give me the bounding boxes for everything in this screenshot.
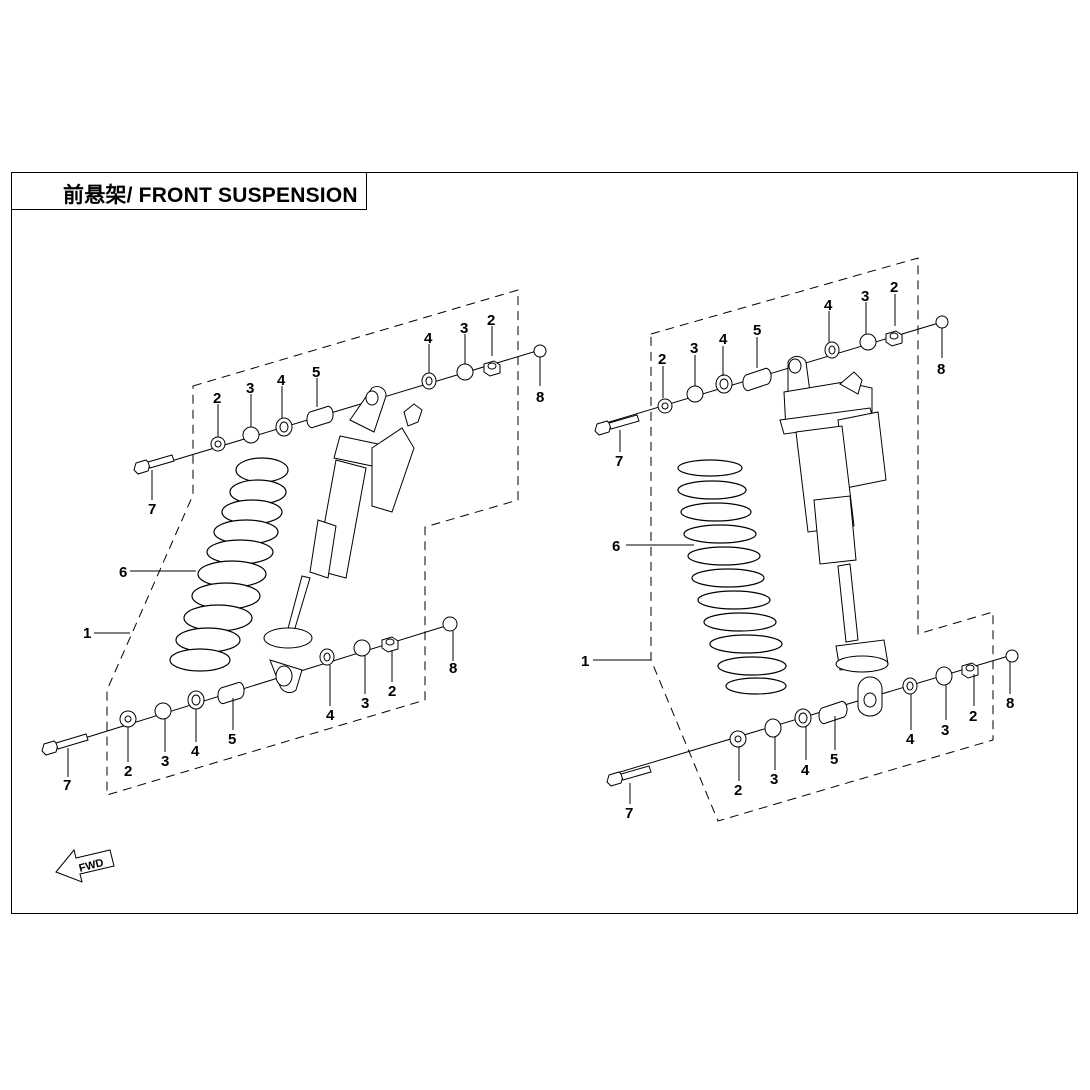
right-bolt-bottom <box>606 765 652 787</box>
left-cap-8-bottom <box>442 616 458 632</box>
right-washer-3-bottom <box>764 718 782 738</box>
left-assembly-boundary <box>106 289 519 796</box>
part-label: 8 <box>449 660 457 677</box>
left-shock-absorber <box>263 385 423 694</box>
right-bushing-5-bottom <box>818 700 848 725</box>
right-washer-3-top <box>686 385 704 403</box>
part-label: 3 <box>361 695 369 712</box>
left-bushing-5-bottom <box>217 681 245 705</box>
left-bolt-top <box>133 454 175 475</box>
right-washer-3-top2 <box>859 333 877 351</box>
part-label: 4 <box>824 297 833 314</box>
part-label: 3 <box>941 722 949 739</box>
part-label: 7 <box>148 501 156 518</box>
right-cap-8-top <box>935 315 949 329</box>
part-label: 5 <box>228 731 236 748</box>
left-leader-lines <box>67 326 541 777</box>
part-label: 6 <box>612 538 620 555</box>
part-label: 7 <box>63 777 71 794</box>
part-label: 4 <box>191 743 200 760</box>
title-box <box>11 172 367 210</box>
right-coil-spring <box>677 459 787 695</box>
right-leader-lines <box>593 294 1011 804</box>
part-label: 8 <box>937 361 945 378</box>
part-label: 3 <box>770 771 778 788</box>
part-label: 4 <box>424 330 433 347</box>
part-label: 2 <box>124 763 132 780</box>
part-label: 2 <box>890 279 898 296</box>
left-washer-3-bottom2 <box>353 639 371 657</box>
left-bushing-5-top <box>306 405 334 429</box>
left-bolt-bottom <box>41 733 89 756</box>
page-title: 前悬架/ FRONT SUSPENSION <box>63 184 358 207</box>
left-washer-3-bottom <box>154 702 172 720</box>
fwd-arrow-icon <box>55 848 115 883</box>
right-shock-absorber <box>779 355 889 717</box>
part-label: 7 <box>615 453 623 470</box>
part-label: 6 <box>119 564 127 581</box>
part-label: 2 <box>658 351 666 368</box>
part-label: 8 <box>536 389 544 406</box>
part-label: 3 <box>861 288 869 305</box>
left-coil-spring <box>169 457 289 672</box>
part-label: 5 <box>830 751 838 768</box>
part-label: 2 <box>734 782 742 799</box>
part-label: 4 <box>801 762 810 779</box>
right-bolt-top <box>594 414 640 436</box>
right-bushing-5-top <box>742 367 772 392</box>
left-cap-8-top <box>533 344 547 358</box>
part-label: 2 <box>487 312 495 329</box>
part-label: 7 <box>625 805 633 822</box>
part-label: 3 <box>460 320 468 337</box>
right-cap-8-bottom <box>1005 649 1019 663</box>
part-label: 8 <box>1006 695 1014 712</box>
part-label: 3 <box>246 380 254 397</box>
part-label: 4 <box>326 707 335 724</box>
right-assembly-boundary <box>650 257 994 822</box>
part-label: 5 <box>312 364 320 381</box>
part-label: 3 <box>161 753 169 770</box>
left-top-axis-line <box>167 349 541 463</box>
part-label: 1 <box>581 653 589 670</box>
right-washer-3-bottom2 <box>935 666 953 686</box>
part-label: 2 <box>969 708 977 725</box>
part-label: 5 <box>753 322 761 339</box>
part-label: 4 <box>906 731 915 748</box>
part-label: 2 <box>213 390 221 407</box>
part-label: 4 <box>277 372 286 389</box>
part-label: 4 <box>719 331 728 348</box>
left-washer-3-top2 <box>456 363 474 381</box>
part-label: 3 <box>690 340 698 357</box>
part-label: 1 <box>83 625 91 642</box>
part-label: 2 <box>388 683 396 700</box>
drawing-frame <box>11 172 1078 914</box>
left-washer-3-top <box>242 426 260 444</box>
